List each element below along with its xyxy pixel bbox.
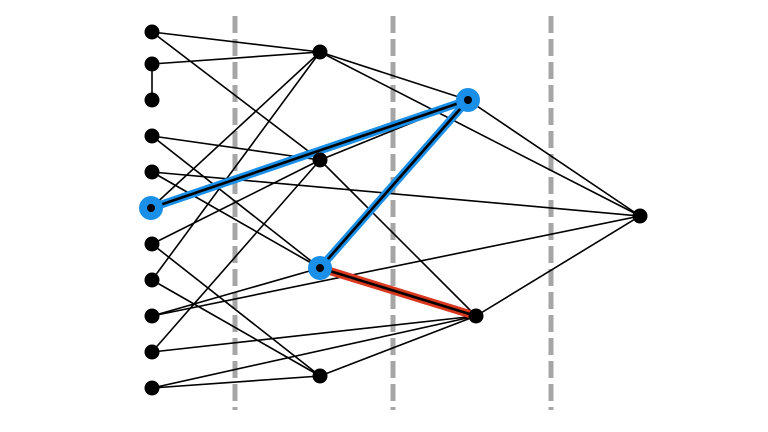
node-L7 — [144, 272, 160, 288]
highlight-node-center-R0 — [464, 96, 472, 104]
node-M0 — [312, 44, 328, 60]
highlight-node-center-L5 — [147, 204, 155, 212]
highlight-edge-core-L5-R0 — [149, 98, 470, 210]
edge-L6-M1 — [151, 159, 321, 245]
edge-L10-M3 — [151, 375, 321, 389]
node-M3 — [312, 368, 328, 384]
node-M1 — [312, 152, 328, 168]
edge-M3-R1 — [319, 315, 477, 377]
highlight-edge-core-M2-R1 — [318, 266, 478, 318]
edge-L6-M3 — [151, 243, 321, 377]
node-L6 — [144, 236, 160, 252]
edge-L8-M2 — [151, 267, 321, 317]
highlight-edge-core-R0-M2 — [318, 98, 470, 270]
highlight-node-center-M2 — [316, 264, 324, 272]
edge-M0-R0 — [319, 51, 469, 101]
edge-L10-R1 — [151, 315, 477, 389]
node-L9 — [144, 344, 160, 360]
edge-L0-M0 — [151, 31, 321, 53]
edge-L4-M2 — [151, 171, 321, 269]
node-L4 — [144, 164, 160, 180]
edge-L7-M3 — [151, 279, 321, 377]
node-L1 — [144, 56, 160, 72]
edge-L8-T — [151, 215, 641, 317]
divider-lines — [232, 16, 554, 410]
node-L2 — [144, 92, 160, 108]
edge-L9-R1 — [151, 315, 477, 353]
edge-L0-M1 — [151, 31, 321, 161]
edge-R0-T — [467, 99, 641, 217]
node-R1 — [468, 308, 484, 324]
node-L3 — [144, 128, 160, 144]
node-L0 — [144, 24, 160, 40]
node-L10 — [144, 380, 160, 396]
edge-R1-T — [475, 215, 641, 317]
edge-L1-M0 — [151, 51, 321, 65]
edge-L5-M0 — [150, 51, 321, 209]
edges — [150, 31, 641, 389]
edge-L9-M1 — [151, 159, 321, 353]
nodes — [139, 24, 648, 396]
node-T — [632, 208, 648, 224]
edge-L7-M0 — [151, 51, 321, 281]
edge-M0-T — [319, 51, 641, 217]
edge-M1-R1 — [319, 159, 477, 317]
node-L8 — [144, 308, 160, 324]
highlighted-edges — [147, 96, 480, 320]
